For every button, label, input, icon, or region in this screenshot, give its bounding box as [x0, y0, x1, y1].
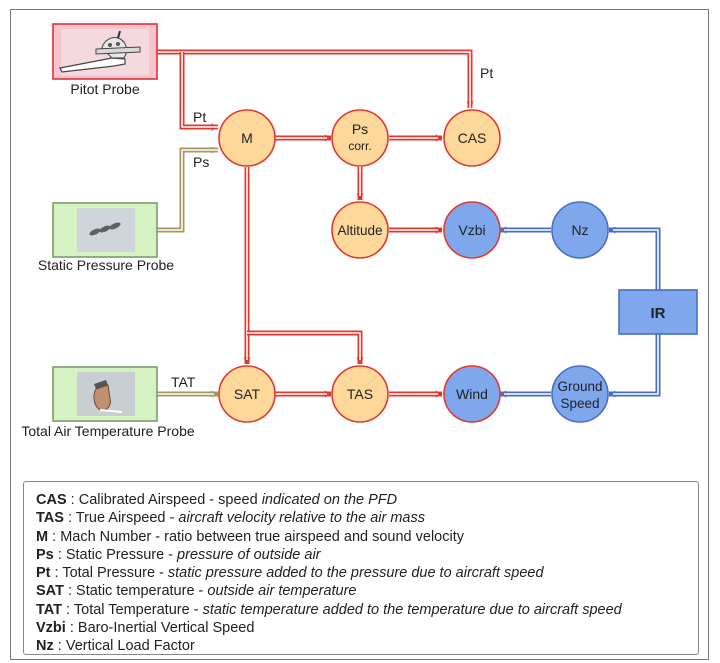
node-altitude-label: Altitude [337, 223, 382, 238]
legend-note: indicated on the PFD [261, 492, 398, 508]
tat-probe-label: Total Air Temperature Probe [21, 423, 194, 439]
legend-description: Total Pressure - [62, 565, 168, 582]
edge-label-pt-cas: Pt [480, 65, 493, 81]
legend-description: Static Pressure - [65, 546, 178, 563]
connectors [157, 49, 661, 398]
node-altitude: Altitude [331, 201, 389, 259]
legend-row: Vzbi : Baro-Inertial Vertical Speed [36, 619, 698, 637]
legend-description: Vertical Load Factor [65, 638, 195, 655]
legend-note: pressure of outside air [177, 546, 321, 563]
static-pressure-probe: Static Pressure Probe [38, 202, 174, 273]
legend-term: TAS [36, 510, 64, 527]
legend-term: Pt [36, 565, 51, 582]
node-tas-label: TAS [347, 386, 373, 402]
legend-row: CAS : Calibrated Airspeed - speed indica… [36, 491, 698, 509]
static-ports-icon [89, 222, 121, 236]
legend-term: M [36, 528, 49, 545]
legend-separator: : [65, 620, 78, 637]
legend-term: TAT [36, 601, 63, 618]
legend-separator: : [53, 638, 66, 655]
legend-separator: : [63, 510, 76, 527]
legend-row: Nz : Vertical Load Factor [36, 637, 698, 655]
node-wind-label: Wind [456, 386, 488, 402]
pitot-probe: Pitot Probe [52, 23, 158, 97]
legend-separator: : [50, 565, 63, 582]
ir-to-ground-speed-line [608, 334, 661, 398]
legend-description: Calibrated Airspeed - speed [78, 492, 262, 508]
legend-row: M : Mach Number - ratio between true air… [36, 528, 698, 546]
legend-description: True Airspeed - [75, 510, 179, 527]
legend-row: TAS : True Airspeed - aircraft velocity … [36, 509, 698, 527]
node-m-label: M [241, 130, 253, 146]
node-ground-speed: Ground Speed [551, 365, 609, 423]
legend-separator: : [48, 528, 61, 545]
node-vzbi: Vzbi [443, 201, 501, 259]
diagram-frame [10, 9, 709, 660]
edge-label-ps-m: Ps [193, 154, 209, 170]
node-wind: Wind [443, 365, 501, 423]
node-nz-label: Nz [571, 222, 588, 238]
tat-probe-icon [93, 380, 123, 413]
node-vzbi-label: Vzbi [458, 222, 485, 238]
legend-row: SAT : Static temperature - outside air t… [36, 582, 698, 600]
pitot-probe-icon [59, 30, 141, 73]
legend-note: aircraft velocity relative to the air ma… [178, 510, 425, 527]
edge-label-pt-m: Pt [193, 109, 206, 125]
node-ps-corr: Ps corr. [331, 109, 389, 167]
edge-label-tat-sat: TAT [171, 374, 196, 390]
legend-term: Vzbi [36, 620, 66, 637]
m-to-tas-line [247, 330, 364, 365]
legend-note: static pressure added to the pressure du… [167, 565, 544, 582]
legend-row: TAT : Total Temperature - static tempera… [36, 601, 698, 619]
node-nz: Nz [551, 201, 609, 259]
static-probe-label: Static Pressure Probe [38, 257, 174, 273]
node-sat-label: SAT [234, 386, 261, 402]
legend-term: CAS [36, 492, 67, 508]
legend-term: Nz [36, 638, 54, 655]
node-ground-speed-label-2: Speed [560, 396, 599, 411]
air-data-flow-diagram: Pt Pt Ps TAT Pitot Probe Static Pressure… [21, 23, 698, 439]
ir-to-nz-line [608, 226, 661, 290]
node-ps-corr-label-2: corr. [348, 139, 371, 153]
legend-term: SAT [36, 583, 64, 600]
pitot-to-cas-line [157, 49, 474, 109]
pitot-to-m-line [179, 52, 219, 131]
node-ir: IR [618, 289, 698, 335]
static-to-m-line [157, 146, 219, 233]
node-ps-corr-label-1: Ps [352, 121, 368, 137]
legend-box: CAS : Calibrated Airspeed - speed indica… [23, 481, 699, 655]
legend-description: Baro-Inertial Vertical Speed [77, 620, 255, 637]
node-tas: TAS [331, 365, 389, 423]
node-m: M [218, 109, 276, 167]
legend-separator: : [53, 546, 66, 563]
legend-row: Ps : Static Pressure - pressure of outsi… [36, 546, 698, 564]
legend-description: Mach Number - ratio between true airspee… [60, 528, 464, 545]
node-cas: CAS [443, 109, 501, 167]
legend-note: static temperature added to the temperat… [202, 601, 622, 618]
legend-description: Static temperature - [76, 583, 208, 600]
legend-row: Pt : Total Pressure - static pressure ad… [36, 564, 698, 582]
node-sat: SAT [218, 365, 276, 423]
node-ground-speed-label-1: Ground [557, 379, 602, 394]
legend-note: outside air temperature [207, 583, 357, 600]
legend-separator: : [62, 601, 74, 618]
pitot-probe-label: Pitot Probe [70, 81, 139, 97]
legend-term: Ps [36, 546, 54, 563]
legend-description: Total Temperature - [73, 601, 203, 618]
legend-separator: : [63, 583, 77, 600]
node-cas-label: CAS [458, 130, 487, 146]
legend-separator: : [66, 492, 79, 508]
node-ir-label: IR [651, 305, 666, 322]
total-air-temperature-probe: Total Air Temperature Probe [21, 366, 195, 439]
